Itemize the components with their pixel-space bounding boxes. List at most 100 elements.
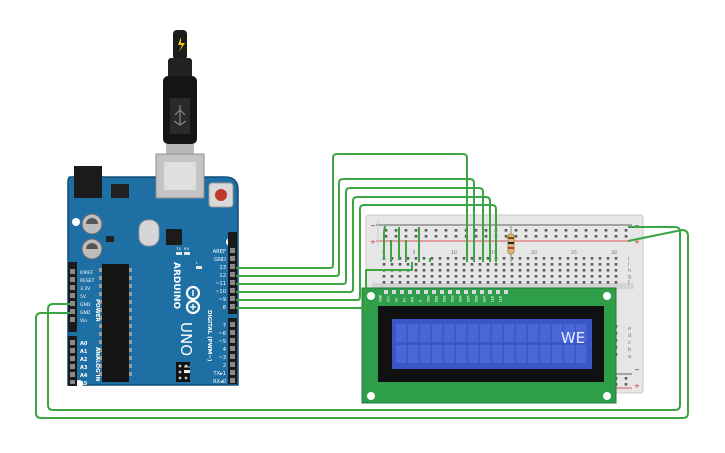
lcd-cell <box>468 324 479 342</box>
breadboard-hole <box>510 263 514 266</box>
breadboard-hole <box>438 263 442 266</box>
breadboard-hole <box>404 235 408 238</box>
lcd-cell <box>540 345 551 363</box>
breadboard-hole <box>398 275 402 278</box>
breadboard-hole <box>544 235 548 238</box>
breadboard-hole <box>382 263 386 266</box>
voltage-regulator <box>111 184 129 198</box>
lcd-pin-label: LED <box>491 295 495 302</box>
breadboard-hole <box>606 263 610 266</box>
row-letter: f <box>628 280 630 286</box>
breadboard-hole <box>414 269 418 272</box>
pin-label: IOREF <box>80 270 94 276</box>
breadboard-hole <box>434 229 438 232</box>
wire <box>383 225 386 260</box>
breadboard-hole <box>462 281 466 284</box>
rail-plus-symbol: + <box>634 382 640 390</box>
lcd-cell <box>396 324 407 342</box>
rail-plus-symbol: + <box>634 238 640 246</box>
wire <box>236 196 491 293</box>
breadboard-hole <box>590 257 594 260</box>
lcd-pin <box>384 290 388 294</box>
lcd-cell <box>396 345 407 363</box>
breadboard-hole <box>484 229 488 232</box>
pin-label: Vin <box>80 318 87 324</box>
power-jack <box>74 166 102 198</box>
breadboard-hole <box>454 275 458 278</box>
lcd-pin <box>440 290 444 294</box>
breadboard-hole <box>574 257 578 260</box>
breadboard-hole <box>504 229 508 232</box>
breadboard-hole <box>518 263 522 266</box>
breadboard-hole <box>382 281 386 284</box>
lcd-pin-label: VCC <box>387 295 391 302</box>
wire <box>236 187 484 285</box>
pin-label: A2 <box>80 357 88 363</box>
resistor[interactable] <box>507 226 515 262</box>
lcd-cell <box>516 324 527 342</box>
lcd-cell <box>528 324 539 342</box>
breadboard-hole <box>526 281 530 284</box>
breadboard-hole <box>544 229 548 232</box>
breadboard-hole <box>446 281 450 284</box>
atmega-chip <box>102 264 129 382</box>
pin-label: GND <box>80 310 91 316</box>
breadboard-hole <box>566 263 570 266</box>
arduino-board[interactable]: IOREF RESET 3.3V 5V GND GND Vin A0 A1 A2… <box>67 153 239 388</box>
usb-cable[interactable] <box>163 30 197 154</box>
breadboard-hole <box>518 281 522 284</box>
lcd-pin-label: GND <box>379 294 383 302</box>
breadboard-hole <box>384 235 388 238</box>
pin-label: 12 <box>219 273 226 279</box>
lcd-cell <box>408 324 419 342</box>
breadboard-hole <box>446 257 450 260</box>
breadboard-hole <box>454 281 458 284</box>
lcd-cell <box>516 345 527 363</box>
pin-label: A0 <box>80 341 88 347</box>
breadboard-hole <box>462 263 466 266</box>
breadboard-hole <box>390 263 394 266</box>
breadboard-hole <box>502 275 506 278</box>
breadboard-hole <box>422 269 426 272</box>
breadboard-hole <box>494 281 498 284</box>
pin-label: 5V <box>80 294 87 300</box>
breadboard-hole <box>430 275 434 278</box>
row-letter: g <box>628 274 631 280</box>
breadboard-hole <box>604 235 608 238</box>
lcd-cell <box>492 324 503 342</box>
lcd-pin-label: DB4 <box>459 295 463 302</box>
breadboard-hole <box>478 269 482 272</box>
breadboard-hole <box>478 257 482 260</box>
breadboard-hole <box>614 281 618 284</box>
pin-label: 4 <box>223 347 227 353</box>
status-leds <box>176 252 202 373</box>
breadboard-hole <box>478 263 482 266</box>
breadboard-hole <box>566 275 570 278</box>
breadboard-hole <box>590 275 594 278</box>
breadboard-hole <box>430 257 434 260</box>
breadboard-hole <box>394 235 398 238</box>
model-label: UNO <box>177 322 195 356</box>
breadboard-hole <box>542 275 546 278</box>
breadboard-hole <box>462 275 466 278</box>
pin-label: ~5 <box>218 339 226 345</box>
column-number: 10 <box>451 250 457 256</box>
breadboard-hole <box>510 257 514 260</box>
rail-minus-symbol: − <box>634 366 640 374</box>
column-number: 30 <box>611 250 617 256</box>
breadboard-hole <box>502 281 506 284</box>
digital-section-label: DIGITAL (PWM~) <box>206 310 212 362</box>
breadboard-hole <box>430 269 434 272</box>
column-number: 15 <box>491 250 497 256</box>
breadboard-hole <box>394 229 398 232</box>
lcd-pin-label: V0 <box>395 298 399 302</box>
breadboard-hole <box>494 263 498 266</box>
breadboard-hole <box>486 269 490 272</box>
breadboard-hole <box>424 235 428 238</box>
breadboard-hole <box>398 281 402 284</box>
breadboard-hole <box>390 275 394 278</box>
breadboard-hole <box>534 229 538 232</box>
breadboard-hole <box>444 229 448 232</box>
